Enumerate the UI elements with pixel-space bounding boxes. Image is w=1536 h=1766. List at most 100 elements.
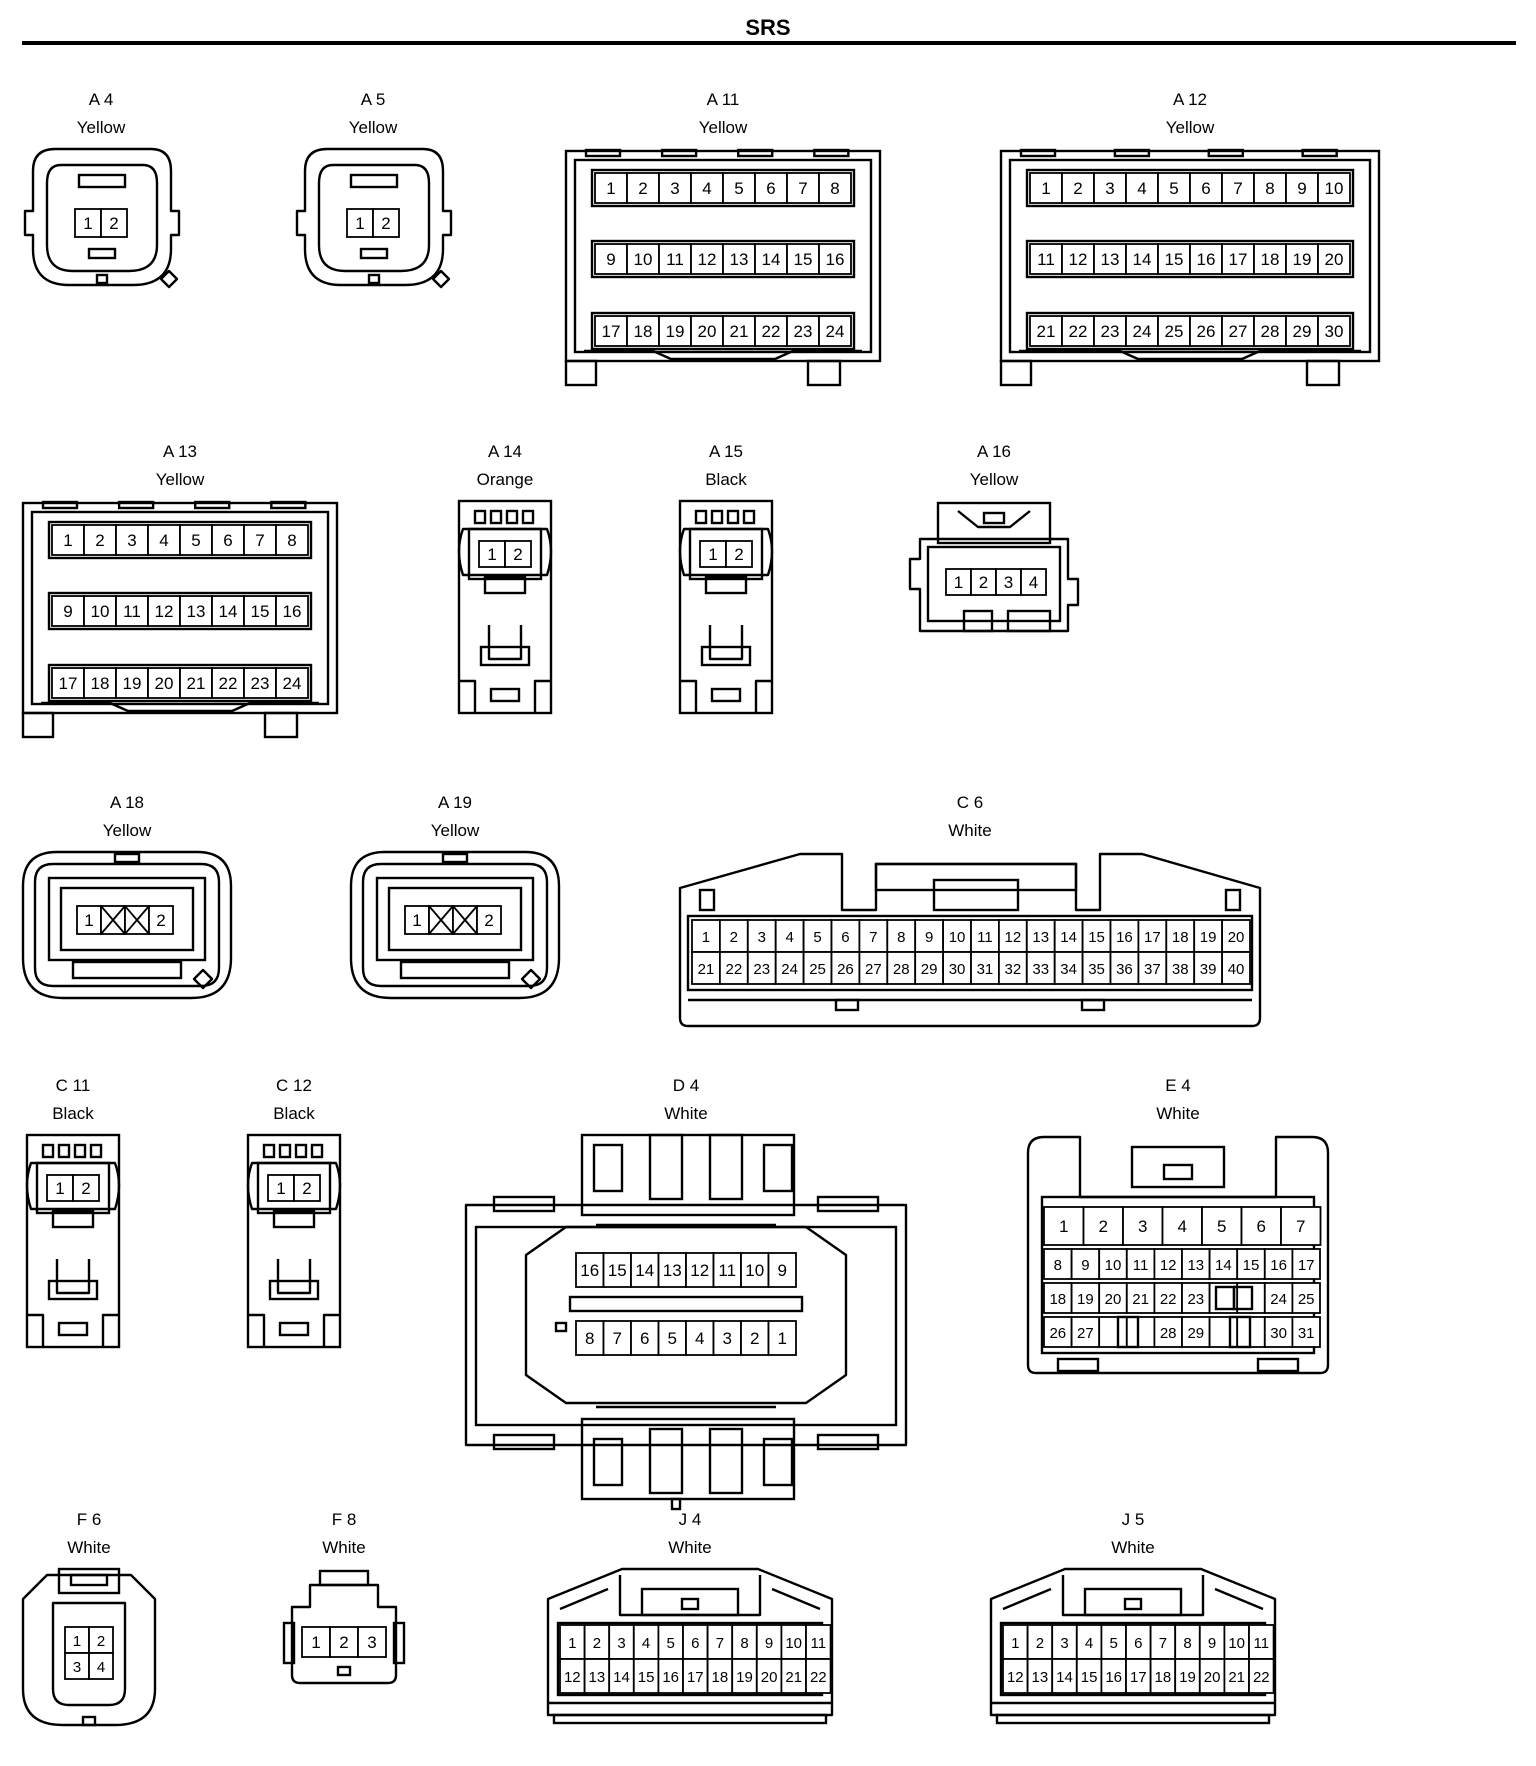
pin-number: 17 bbox=[1229, 250, 1248, 269]
housing-outline bbox=[47, 1279, 99, 1301]
housing-outline bbox=[710, 509, 724, 525]
housing-outline bbox=[473, 509, 487, 525]
pin-number: 27 bbox=[1229, 322, 1248, 341]
housing-outline bbox=[159, 269, 179, 289]
pin-cell bbox=[1098, 1316, 1128, 1348]
housing-outline bbox=[268, 1279, 320, 1301]
connector-color: Black bbox=[705, 470, 747, 489]
pin-cell bbox=[1291, 1316, 1321, 1348]
pin-number: 24 bbox=[826, 322, 845, 341]
pin-cell bbox=[1153, 1248, 1183, 1280]
pin-number: 2 bbox=[730, 929, 738, 946]
housing-outline bbox=[457, 499, 553, 715]
pin-cell bbox=[706, 1658, 734, 1694]
connector-color: White bbox=[1111, 1538, 1154, 1557]
housing-outline bbox=[592, 1143, 624, 1193]
housing-outline bbox=[318, 1569, 370, 1587]
pin-number: 9 bbox=[63, 602, 72, 621]
housing-outline bbox=[392, 1621, 406, 1665]
housing-outline bbox=[592, 1437, 624, 1487]
pin-cell bbox=[970, 568, 997, 596]
pin-cell bbox=[1263, 1282, 1294, 1314]
housing-outline bbox=[678, 499, 774, 715]
housing-outline bbox=[117, 500, 155, 510]
pin-cell bbox=[243, 595, 277, 627]
pin-number: 3 bbox=[127, 531, 136, 550]
pin-number: 1 bbox=[702, 929, 710, 946]
pin-cell bbox=[1181, 1248, 1211, 1280]
housing-outline bbox=[737, 148, 774, 158]
housing-outline bbox=[248, 1313, 340, 1347]
housing-outline bbox=[59, 886, 195, 952]
pin-number: 5 bbox=[191, 531, 200, 550]
pin-number: 12 bbox=[698, 250, 717, 269]
pin-number: 11 bbox=[123, 602, 141, 621]
pin-number: 2 bbox=[81, 1179, 90, 1198]
pin-cell bbox=[786, 172, 820, 204]
pin-number: 1 bbox=[778, 1329, 787, 1348]
pin-number: 12 bbox=[690, 1261, 709, 1280]
housing-outline bbox=[590, 239, 856, 279]
pin-number: 11 bbox=[977, 929, 993, 946]
connector-id: A 12 bbox=[1173, 90, 1207, 109]
housing-outline bbox=[359, 247, 389, 260]
pin-number: 32 bbox=[1005, 961, 1022, 978]
pin-number: 13 bbox=[1187, 1257, 1204, 1274]
housing-outline bbox=[21, 711, 55, 739]
connector-id: A 16 bbox=[977, 442, 1011, 461]
pin-number: 20 bbox=[698, 322, 717, 341]
pin-number: 5 bbox=[668, 1329, 677, 1348]
pin-number: 1 bbox=[487, 545, 496, 564]
pin-number: 1 bbox=[84, 911, 93, 930]
housing-outline bbox=[77, 173, 127, 189]
pin-number: 20 bbox=[1105, 1291, 1122, 1308]
pin-number: 2 bbox=[95, 531, 104, 550]
pin-number: 21 bbox=[1132, 1291, 1149, 1308]
pin-number: 7 bbox=[1233, 179, 1242, 198]
pin-number: 13 bbox=[187, 602, 206, 621]
connector-id: A 5 bbox=[361, 90, 386, 109]
housing-outline bbox=[742, 509, 756, 525]
housing-outline bbox=[290, 1583, 398, 1685]
pin-cell bbox=[148, 905, 174, 935]
connector-color: Yellow bbox=[431, 821, 480, 840]
housing-outline bbox=[431, 269, 451, 289]
housing-outline bbox=[932, 878, 1020, 912]
pin-number: 4 bbox=[702, 179, 711, 198]
housing-outline bbox=[246, 1133, 342, 1349]
pin-number: 21 bbox=[730, 322, 749, 341]
pin-number: 29 bbox=[1187, 1325, 1204, 1342]
pin-number: 9 bbox=[606, 250, 615, 269]
housing-outline bbox=[648, 1133, 684, 1201]
housing-outline bbox=[1256, 1357, 1300, 1373]
housing-outline bbox=[1008, 158, 1372, 354]
pin-number: 18 bbox=[634, 322, 653, 341]
pin-number: 9 bbox=[925, 929, 933, 946]
pin-number: 3 bbox=[723, 1329, 732, 1348]
connector-color: Yellow bbox=[77, 118, 126, 137]
pin-number: 8 bbox=[740, 1635, 748, 1652]
pin-number: 2 bbox=[638, 179, 647, 198]
pin-number: 40 bbox=[1228, 961, 1245, 978]
pin-number: 17 bbox=[59, 674, 78, 693]
housing-outline bbox=[816, 1433, 880, 1451]
pin-number: 19 bbox=[1179, 1669, 1196, 1686]
housing-outline bbox=[640, 1587, 740, 1617]
pin-number: 17 bbox=[602, 322, 621, 341]
pin-number: 1 bbox=[311, 1633, 320, 1652]
pin-number: 10 bbox=[1325, 179, 1344, 198]
pin-cell bbox=[1181, 1282, 1211, 1314]
pin-number: 7 bbox=[1296, 1217, 1305, 1236]
housing-outline bbox=[1116, 1315, 1140, 1349]
pin-cell bbox=[583, 1624, 611, 1660]
blank-pin-mark bbox=[428, 905, 454, 935]
connector-color: Black bbox=[52, 1104, 94, 1123]
housing-outline bbox=[1026, 1135, 1330, 1375]
pin-number: 1 bbox=[412, 911, 421, 930]
pin-number: 19 bbox=[1200, 929, 1217, 946]
pin-number: 31 bbox=[977, 961, 994, 978]
pin-number: 16 bbox=[580, 1261, 599, 1280]
